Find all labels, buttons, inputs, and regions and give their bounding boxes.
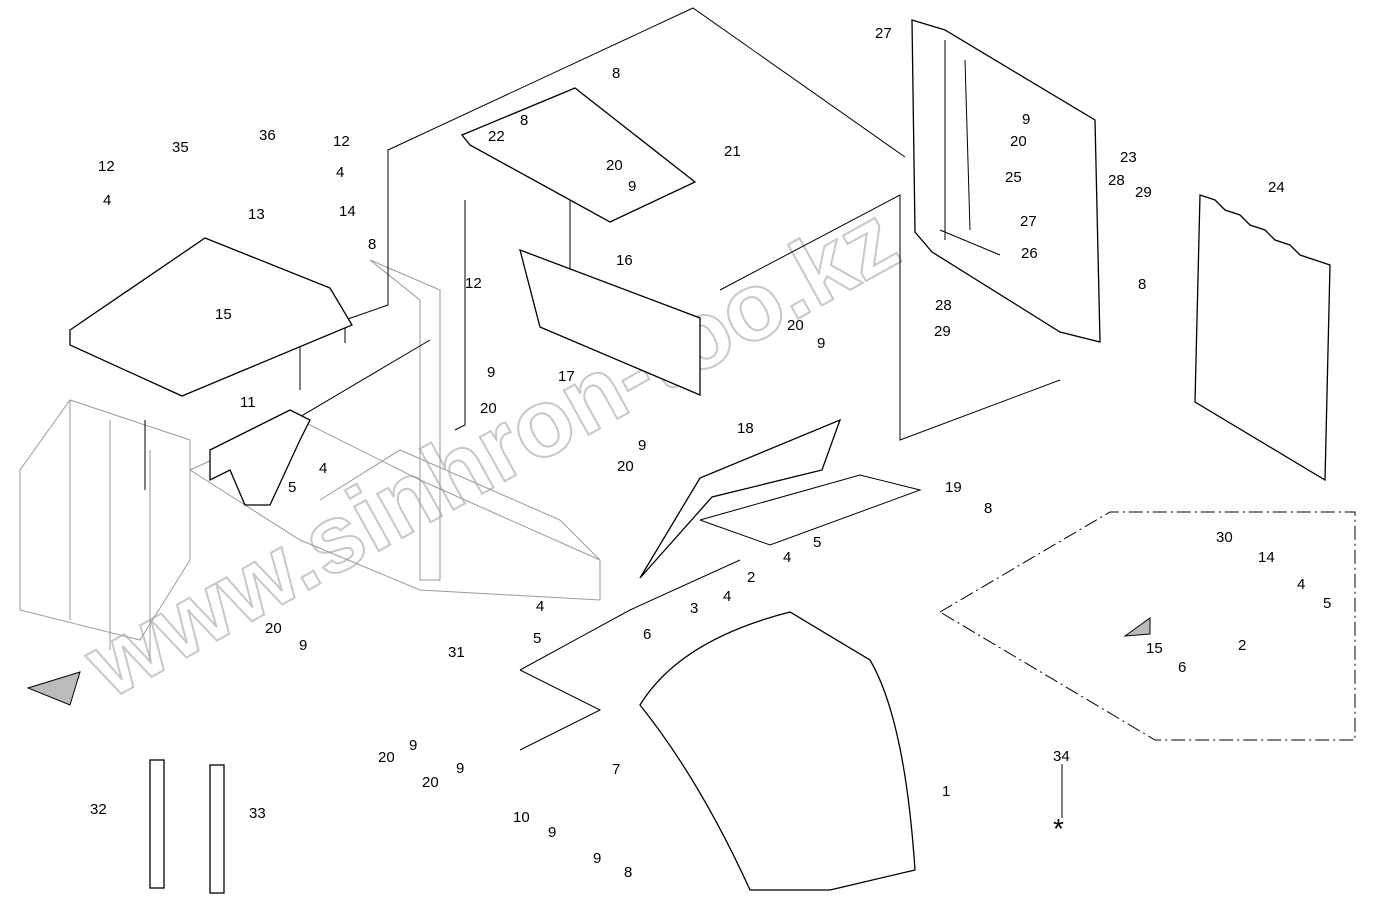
callout-4: 4 [1297,576,1305,593]
callout-5: 5 [1323,595,1331,612]
callout-26: 26 [1021,245,1038,262]
callout-9: 9 [409,737,417,754]
callout-15: 15 [215,306,232,323]
callout-28: 28 [935,297,952,314]
part-21-panel [460,87,697,223]
callout-4: 4 [783,549,791,566]
callout-9: 9 [1022,111,1030,128]
callout-20: 20 [422,774,439,791]
callout-20: 20 [265,620,282,637]
callout-9: 9 [487,364,495,381]
direction-arrow-icon [26,671,81,706]
callout-20: 20 [378,749,395,766]
part-33-seal-strip [209,764,225,894]
callout-6: 6 [643,626,651,643]
callout-4: 4 [723,588,731,605]
chassis-frame [19,259,601,660]
part-16-strip [519,248,701,396]
callout-24: 24 [1268,179,1285,196]
callout-14: 14 [339,203,356,220]
callout-5: 5 [533,630,541,647]
callout-8: 8 [368,236,376,253]
callout-9: 9 [548,824,556,841]
callout-7: 7 [612,761,620,778]
callout-27: 27 [1020,213,1037,230]
callout-30: 30 [1216,529,1233,546]
callout-19: 19 [945,479,962,496]
callout-31: 31 [448,644,465,661]
asterisk-mark: * [1053,813,1064,844]
callout-33: 33 [249,805,266,822]
callout-10: 10 [513,809,530,826]
callout-17: 17 [558,368,575,385]
callout-22: 22 [488,128,505,145]
callout-15: 15 [1146,640,1163,657]
part-1-cover [639,611,916,891]
callout-6: 6 [1178,659,1186,676]
callout-27: 27 [875,25,892,42]
callout-18: 18 [737,420,754,437]
callout-9: 9 [817,335,825,352]
callout-9: 9 [628,178,636,195]
callout-4: 4 [103,192,111,209]
callout-20: 20 [480,400,497,417]
callout-5: 5 [813,534,821,551]
direction-arrow-icon [1123,617,1151,637]
callout-8: 8 [624,864,632,881]
callout-25: 25 [1005,169,1022,186]
callout-9: 9 [299,637,307,654]
part-11-bracket [209,409,311,506]
part-18-plate [639,418,842,579]
callout-20: 20 [606,157,623,174]
callout-8: 8 [520,112,528,129]
callout-14: 14 [1258,549,1275,566]
callout-12: 12 [98,158,115,175]
callout-20: 20 [1010,133,1027,150]
callout-13: 13 [248,206,265,223]
callout-3: 3 [690,600,698,617]
detail-boundary [939,511,1356,741]
part-32-seal-strip [149,759,165,889]
callout-8: 8 [612,65,620,82]
callout-4: 4 [336,164,344,181]
callout-12: 12 [465,275,482,292]
callout-23: 23 [1120,149,1137,166]
callout-9: 9 [456,760,464,777]
callout-1: 1 [942,783,950,800]
part-24-corrugated-panel [1194,194,1331,482]
callout-32: 32 [90,801,107,818]
callout-8: 8 [984,500,992,517]
part-23-frame [911,19,1101,343]
callout-11: 11 [240,394,256,411]
callout-20: 20 [787,317,804,334]
callout-21: 21 [724,143,741,160]
callout-35: 35 [172,139,189,156]
part-25-rail [939,40,1001,256]
callout-29: 29 [1135,184,1152,201]
callout-4: 4 [536,598,544,615]
callout-9: 9 [593,850,601,867]
part-13-panel [69,237,353,397]
callout-5: 5 [288,479,296,496]
callout-16: 16 [616,252,633,269]
callout-2: 2 [747,569,755,586]
callout-36: 36 [259,127,276,144]
callout-2: 2 [1238,637,1246,654]
callout-8: 8 [1138,276,1146,293]
callout-9: 9 [638,437,646,454]
callout-20: 20 [617,458,634,475]
callout-4: 4 [319,460,327,477]
callout-28: 28 [1108,172,1125,189]
callout-34: 34 [1053,748,1070,765]
callout-12: 12 [333,133,350,150]
callout-29: 29 [934,323,951,340]
